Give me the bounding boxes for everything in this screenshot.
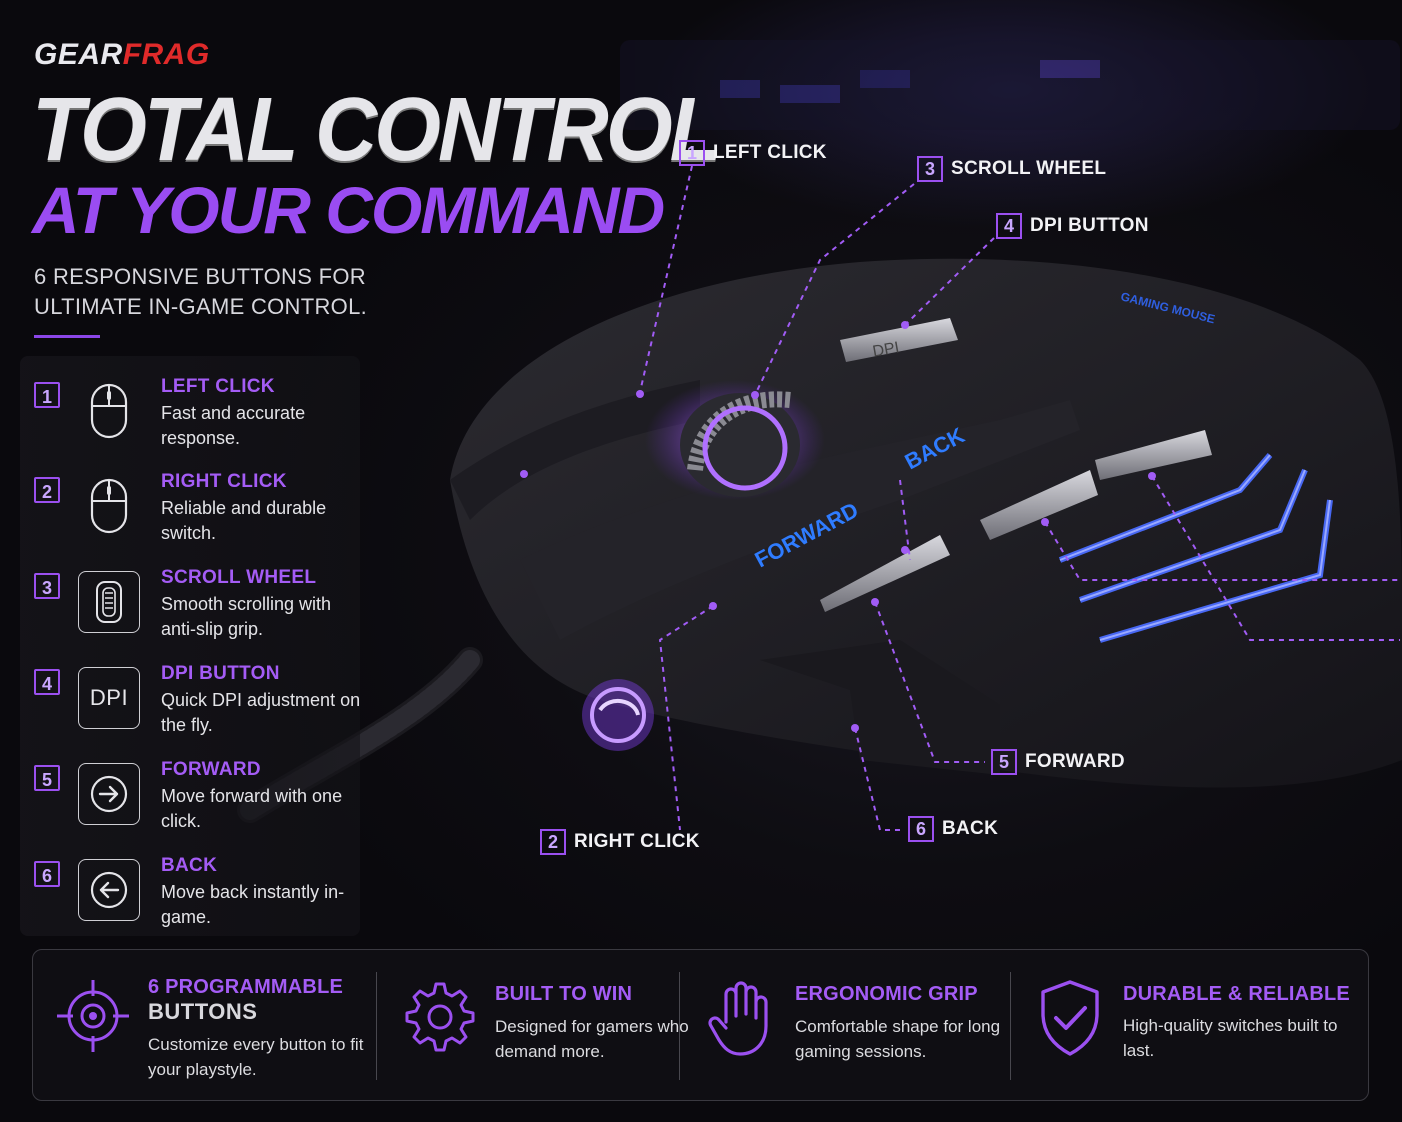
feature-title: FORWARD <box>161 759 261 780</box>
callout-dpi-button: 4 DPI BUTTON <box>996 213 1149 239</box>
scroll-wheel-icon <box>78 571 140 633</box>
keyboard-glow <box>620 40 1400 130</box>
bottom-title: DURABLE & RELIABLE <box>1123 983 1350 1005</box>
feature-scroll-wheel: 3 SCROLL WHEEL Smooth scrolling with ant… <box>34 567 354 663</box>
arrow-left-icon <box>78 859 140 921</box>
feature-panel <box>20 356 360 936</box>
crosshair-icon <box>57 980 129 1052</box>
callout-number: 2 <box>540 829 566 855</box>
feature-desc: Smooth scrolling with anti-slip grip. <box>161 594 332 639</box>
gear-icon <box>405 982 475 1052</box>
bottom-separator <box>376 972 377 1080</box>
feature-dpi-button: 4 DPI DPI BUTTON Quick DPI adjustment on… <box>34 663 360 759</box>
callout-number: 4 <box>996 213 1022 239</box>
feature-number: 5 <box>34 765 60 791</box>
feature-desc: Quick DPI adjustment on the fly. <box>161 690 361 735</box>
feature-number: 6 <box>34 861 60 887</box>
feature-back: 6 BACK Move back instantly in-game. <box>34 855 354 951</box>
bottom-desc: Designed for gamers who demand more. <box>495 1017 689 1061</box>
bottom-separator <box>679 972 680 1080</box>
bottom-title: BUILT TO WIN <box>495 983 633 1005</box>
bottom-item-ergonomic: ERGONOMIC GRIP Comfortable shape for lon… <box>680 950 1010 1102</box>
feature-title: BACK <box>161 855 218 876</box>
shield-check-icon <box>1041 980 1099 1056</box>
feature-desc: Reliable and durable switch. <box>161 498 327 543</box>
callout-number: 5 <box>991 749 1017 775</box>
callout-back: 6 BACK <box>908 816 998 842</box>
feature-forward: 5 FORWARD Move forward with one click. <box>34 759 354 855</box>
dpi-button-marking: DPI <box>871 339 900 360</box>
feature-desc: Fast and accurate response. <box>161 403 306 448</box>
dpi-icon-text: DPI <box>89 685 129 710</box>
callout-number: 1 <box>679 140 705 166</box>
feature-desc: Move forward with one click. <box>161 786 343 831</box>
callout-label: DPI BUTTON <box>1030 215 1149 236</box>
feature-right-click: 2 RIGHT CLICK Reliable and durable switc… <box>34 471 354 567</box>
bottom-separator <box>1010 972 1011 1080</box>
feature-title: LEFT CLICK <box>161 376 275 397</box>
bottom-title: ERGONOMIC GRIP <box>795 983 978 1005</box>
callout-label: RIGHT CLICK <box>574 831 700 852</box>
divider <box>34 335 100 338</box>
arrow-right-icon <box>78 763 140 825</box>
bottom-title-2: BUTTONS <box>148 999 258 1024</box>
headline-line-2: AT YOUR COMMAND <box>32 173 665 247</box>
callout-label: LEFT CLICK <box>713 142 827 163</box>
bottom-feature-bar: 6 PROGRAMMABLE BUTTONS Customize every b… <box>32 949 1369 1101</box>
callout-left-click: 1 LEFT CLICK <box>679 140 827 166</box>
callout-label: SCROLL WHEEL <box>951 158 1107 179</box>
feature-desc: Move back instantly in-game. <box>161 882 345 927</box>
mouse-left-icon <box>78 380 140 442</box>
bottom-item-durable: DURABLE & RELIABLE High-quality switches… <box>1011 950 1366 1102</box>
bottom-title: 6 PROGRAMMABLE <box>148 976 344 998</box>
subtitle: 6 RESPONSIVE BUTTONS FOR ULTIMATE IN-GAM… <box>34 264 368 319</box>
bottom-item-programmable: 6 PROGRAMMABLE BUTTONS Customize every b… <box>33 950 376 1102</box>
bottom-desc: High-quality switches built to last. <box>1123 1016 1338 1060</box>
callout-scroll-wheel: 3 SCROLL WHEEL <box>917 156 1106 182</box>
hand-icon <box>708 981 768 1056</box>
feature-number: 2 <box>34 477 60 503</box>
callout-number: 6 <box>908 816 934 842</box>
feature-title: SCROLL WHEEL <box>161 567 317 588</box>
feature-number: 3 <box>34 573 60 599</box>
callout-forward: 5 FORWARD <box>991 749 1125 775</box>
feature-number: 1 <box>34 382 60 408</box>
headline-line-1: TOTAL CONTROL <box>32 79 722 180</box>
feature-left-click: 1 LEFT CLICK Fast and accurate response. <box>34 376 354 472</box>
dpi-icon: DPI <box>78 667 140 729</box>
bottom-desc: Comfortable shape for long gaming sessio… <box>795 1017 1001 1061</box>
callout-label: BACK <box>942 818 999 839</box>
feature-title: DPI BUTTON <box>161 663 280 684</box>
callout-label: FORWARD <box>1025 751 1125 772</box>
mouse-right-icon <box>78 475 140 537</box>
brand-logo: GEARFRAG <box>34 38 210 72</box>
brand-part-2: FRAG <box>122 38 210 71</box>
feature-number: 4 <box>34 669 60 695</box>
brand-part-1: GEAR <box>34 38 123 71</box>
bottom-item-built-to-win: BUILT TO WIN Designed for gamers who dem… <box>377 950 689 1102</box>
callout-number: 3 <box>917 156 943 182</box>
feature-title: RIGHT CLICK <box>161 471 287 492</box>
bottom-desc: Customize every button to fit your plays… <box>148 1035 364 1079</box>
callout-right-click: 2 RIGHT CLICK <box>540 829 700 855</box>
